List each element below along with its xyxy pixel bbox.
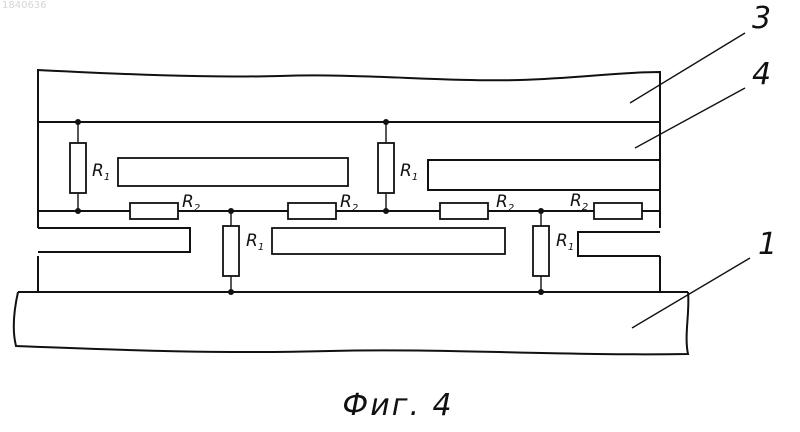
substrate-outline: [14, 292, 689, 354]
label-r1-top-right: R1: [400, 161, 418, 183]
ref-numeral-3: 3: [752, 1, 771, 36]
leader-4: [635, 88, 745, 148]
resistor-r1-top-right: [378, 143, 394, 193]
label-r1-bottom-left: R1: [246, 231, 264, 253]
upper-bar-left: [118, 158, 348, 186]
resistor-r2-1: [130, 203, 178, 219]
lower-bar-left: [38, 228, 190, 252]
figure-caption: Фиг. 4: [318, 388, 478, 423]
label-r2-1: R2: [182, 192, 200, 214]
label-r1-top-left: R1: [92, 161, 110, 183]
label-r2-3: R2: [496, 192, 514, 214]
resistor-r1-bottom-left: [223, 226, 239, 276]
label-r2-2: R2: [340, 192, 358, 214]
bottom-comb: [38, 256, 660, 292]
resistor-r2-3: [440, 203, 488, 219]
resistor-r2-2: [288, 203, 336, 219]
lower-bar-right: [578, 232, 660, 256]
label-r1-bottom-right: R1: [556, 231, 574, 253]
upper-bar-right: [428, 160, 660, 190]
resistor-r1-top-left: [70, 143, 86, 193]
ref-numeral-1: 1: [758, 227, 777, 262]
resistor-r1-bottom-right: [533, 226, 549, 276]
ref-numeral-4: 4: [752, 57, 771, 92]
top-layer-outline: [38, 70, 660, 122]
resistor-r2-4: [594, 203, 642, 219]
label-r2-4: R2: [570, 191, 588, 213]
lower-bar-middle: [272, 228, 505, 254]
leader-3: [630, 33, 745, 103]
